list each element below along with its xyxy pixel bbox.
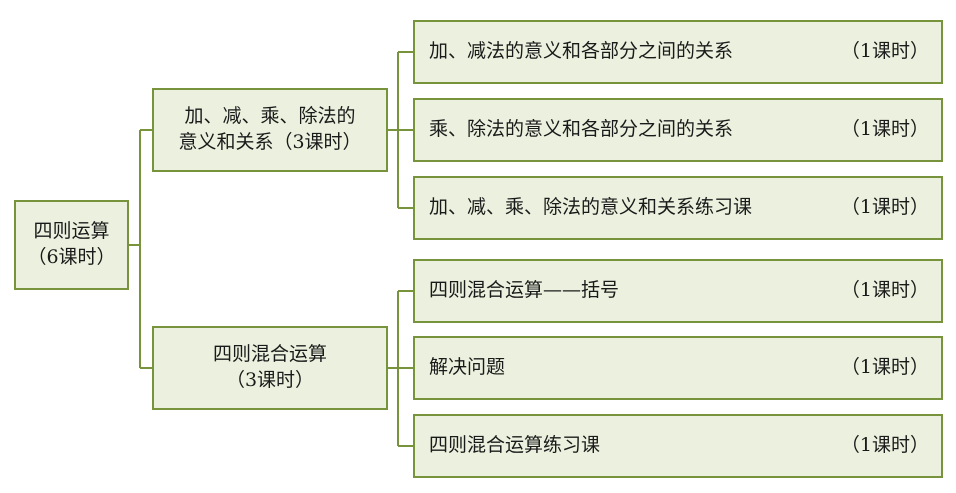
leaf-node: 加、减法的意义和各部分之间的关系 （1课时） xyxy=(413,20,943,84)
leaf-node: 解决问题 （1课时） xyxy=(413,336,943,400)
leaf-hours: （1课时） xyxy=(840,196,929,219)
leaf-node: 四则混合运算——括号 （1课时） xyxy=(413,259,943,323)
branch-line-1: 加、减、乘、除法的 xyxy=(184,105,356,128)
leaf-hours: （1课时） xyxy=(840,40,929,63)
leaf-title: 解决问题 xyxy=(429,356,506,379)
leaf-node: 加、减、乘、除法的意义和关系练习课 （1课时） xyxy=(413,176,943,240)
leaf-node: 四则混合运算练习课 （1课时） xyxy=(413,414,943,478)
branch-line-1: 四则混合运算 xyxy=(212,343,327,366)
branch-node-mixed-operations: 四则混合运算 （3课时） xyxy=(152,326,388,410)
root-hours: （6课时） xyxy=(27,246,116,268)
leaf-hours: （1课时） xyxy=(840,279,929,302)
branch-node-arithmetic-meaning: 加、减、乘、除法的 意义和关系（3课时） xyxy=(152,88,388,172)
root-node: 四则运算 （6课时） xyxy=(14,200,129,290)
root-title: 四则运算 xyxy=(33,220,110,243)
branch-line-2: （3课时） xyxy=(225,369,315,391)
leaf-hours: （1课时） xyxy=(840,118,929,141)
leaf-title: 乘、除法的意义和各部分之间的关系 xyxy=(429,118,734,141)
leaf-hours: （1课时） xyxy=(840,356,929,379)
leaf-hours: （1课时） xyxy=(840,434,929,457)
leaf-title: 加、减法的意义和各部分之间的关系 xyxy=(429,40,734,63)
leaf-title: 四则混合运算——括号 xyxy=(429,279,620,302)
branch-line-2: 意义和关系（3课时） xyxy=(178,131,362,153)
leaf-title: 四则混合运算练习课 xyxy=(429,434,601,457)
leaf-node: 乘、除法的意义和各部分之间的关系 （1课时） xyxy=(413,98,943,162)
leaf-title: 加、减、乘、除法的意义和关系练习课 xyxy=(429,196,753,219)
